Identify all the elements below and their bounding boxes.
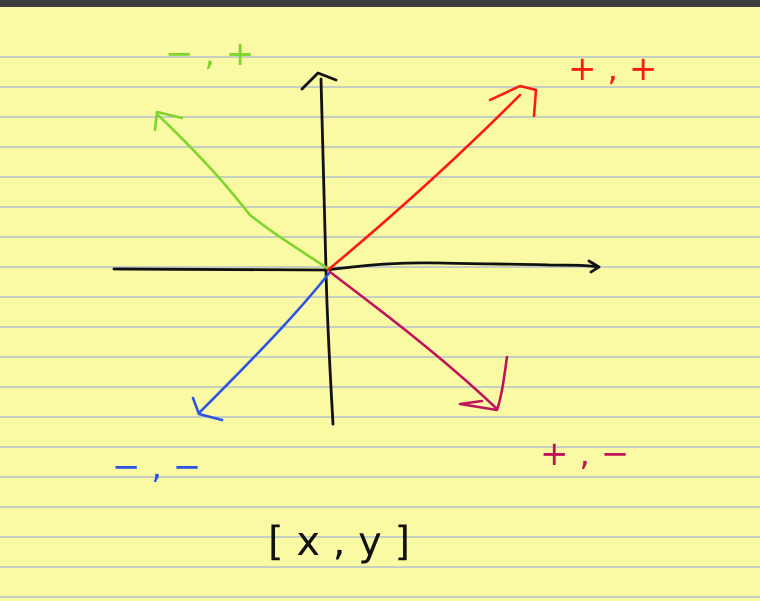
x-axis	[112, 261, 600, 272]
ruled-lines	[0, 56, 760, 598]
upper-left-arrow	[153, 110, 329, 270]
drawing-surface: − , + + , + − , − + , − [ x , y ]	[0, 34, 760, 598]
x-axis-arrowhead	[587, 259, 601, 274]
upper-right-arrow	[326, 84, 538, 272]
coordinate-label: [ x , y ]	[268, 519, 410, 565]
lower-right-arrow	[328, 270, 509, 412]
y-axis-arrowhead	[300, 71, 338, 91]
notepad-canvas: − , + + , + − , − + , − [ x , y ]	[0, 7, 760, 601]
axes	[112, 71, 601, 426]
y-axis	[319, 77, 335, 426]
lower-right-label: + , −	[540, 434, 629, 474]
upper-left-label: − , +	[165, 34, 254, 74]
lower-left-arrow	[191, 270, 332, 422]
lower-left-label: − , −	[112, 447, 201, 487]
upper-right-label: + , +	[568, 49, 657, 89]
window-top-bar	[0, 0, 760, 7]
